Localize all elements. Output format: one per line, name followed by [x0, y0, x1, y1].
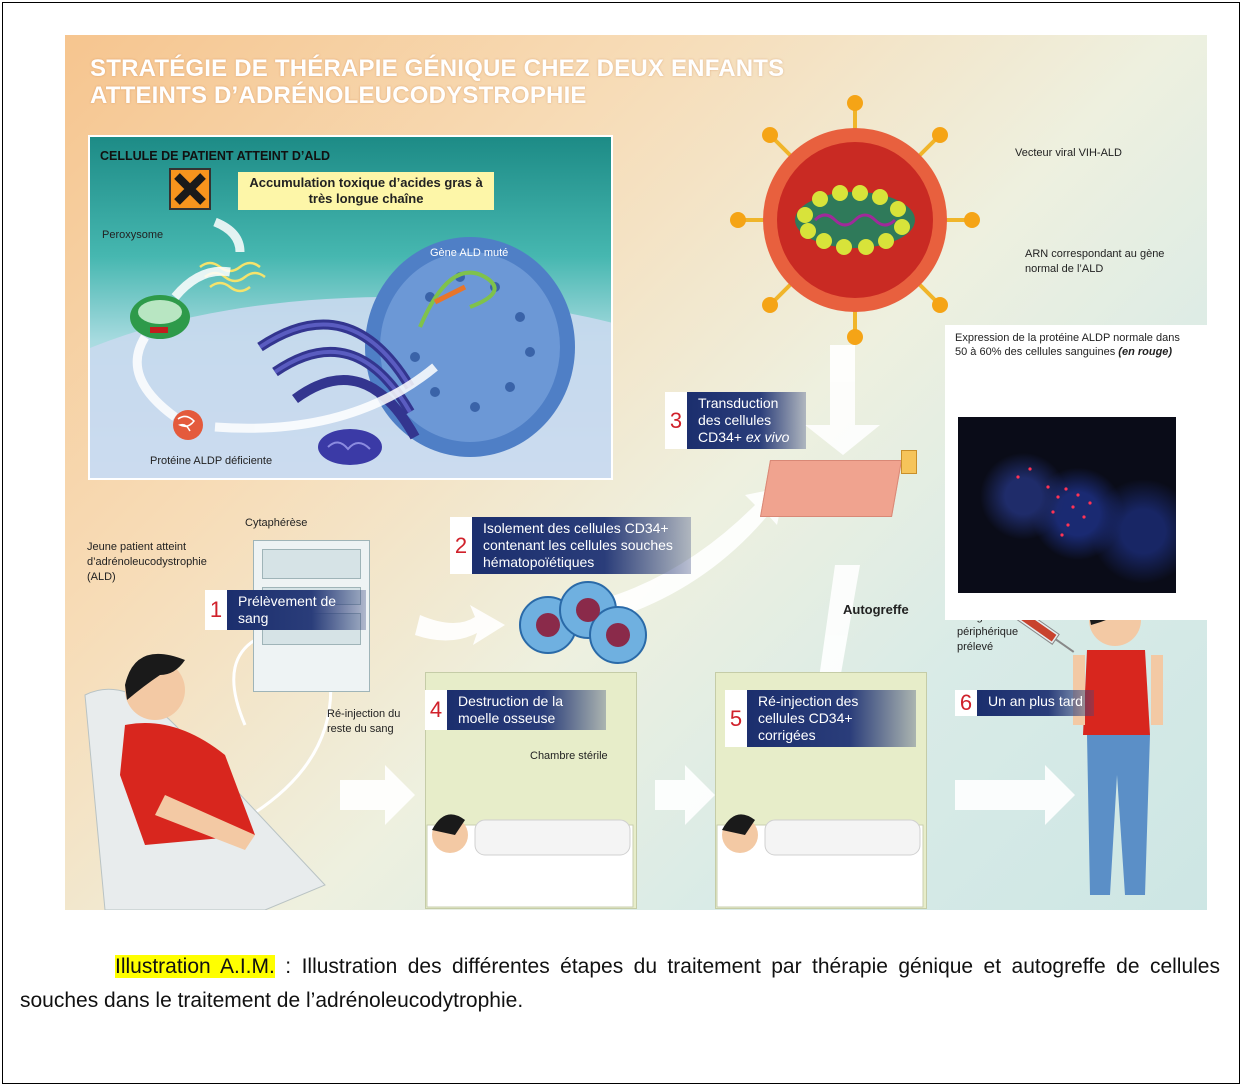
- step-6-badge: 6 Un an plus tard: [955, 690, 1094, 716]
- autogreffe-label: Autogreffe: [843, 602, 909, 617]
- step-4-text: Destruction de la moelle osseuse: [447, 690, 606, 730]
- infographic-title: STRATÉGIE DE THÉRAPIE GÉNIQUE CHEZ DEUX …: [90, 55, 785, 109]
- step-3-text-main: Transduction des cellules CD34+: [698, 395, 779, 445]
- cytapherese-label: Cytaphérèse: [245, 517, 308, 529]
- step-1-text: Prélèvement de sang: [227, 590, 366, 630]
- step-6-number: 6: [955, 690, 977, 716]
- expression-italic: (en rouge): [1118, 346, 1173, 358]
- flask-cap: [901, 450, 917, 474]
- step-4-badge: 4 Destruction de la moelle osseuse: [425, 690, 606, 730]
- step-2-number: 2: [450, 517, 472, 574]
- step-4-number: 4: [425, 690, 447, 730]
- expression-photo-box: Expression de la protéine ALDP normale d…: [945, 325, 1207, 620]
- step-6-text: Un an plus tard: [977, 690, 1094, 716]
- step-3-badge: 3 Transduction des cellules CD34+ ex viv…: [665, 392, 806, 449]
- gene-label: Gène ALD muté: [430, 247, 509, 259]
- step-5-text: Ré-injection des cellules CD34+ corrigée…: [747, 690, 916, 747]
- protein-label: Protéine ALDP déficiente: [150, 455, 273, 467]
- step-1-number: 1: [205, 590, 227, 630]
- figure-caption: Illustration A.I.M. : Illustration des d…: [20, 950, 1220, 1018]
- cell-illustration: [90, 168, 611, 478]
- chambre-label: Chambre stérile: [530, 750, 608, 762]
- infographic: STRATÉGIE DE THÉRAPIE GÉNIQUE CHEZ DEUX …: [65, 35, 1207, 910]
- red-dots: [1016, 467, 1092, 537]
- step-2-badge: 2 Isolement des cellules CD34+ contenant…: [450, 517, 691, 574]
- stem-cells-illustration: [519, 581, 647, 664]
- arn-label: ARN correspondant au gène normal de l’AL…: [1025, 248, 1165, 275]
- step-5-badge: 5 Ré-injection des cellules CD34+ corrig…: [725, 690, 916, 747]
- caption-text: : Illustration des différentes étapes du…: [20, 955, 1220, 1012]
- expression-text: Expression de la protéine ALDP normale d…: [955, 332, 1180, 358]
- vector-label: Vecteur viral VIH-ALD: [1015, 147, 1122, 159]
- step-3-text-italic: ex vivo: [745, 429, 790, 445]
- microscopy-image: [958, 417, 1176, 593]
- step-3-text: Transduction des cellules CD34+ ex vivo: [687, 392, 806, 449]
- step-3-number: 3: [665, 392, 687, 449]
- step-2-text: Isolement des cellules CD34+ contenant l…: [472, 517, 691, 574]
- step-1-badge: 1 Prélèvement de sang: [205, 590, 366, 630]
- expression-caption: Expression de la protéine ALDP normale d…: [955, 331, 1195, 359]
- step-5-number: 5: [725, 690, 747, 747]
- caption-highlight: Illustration A.I.M.: [115, 955, 275, 978]
- peroxysome-label: Peroxysome: [102, 229, 164, 241]
- reinjection-label: Ré-injection du reste du sang: [327, 708, 401, 735]
- viral-vector-illustration: [730, 95, 980, 345]
- toxic-label: Accumulation toxique d’acides gras à trè…: [238, 172, 494, 210]
- cell-panel-title: CELLULE DE PATIENT ATTEINT D’ALD: [100, 149, 331, 163]
- cell-panel: CELLULE DE PATIENT ATTEINT D’ALD Accumul…: [88, 135, 613, 480]
- patient-label: Jeune patient atteint d’adrénoleucodystr…: [87, 541, 207, 583]
